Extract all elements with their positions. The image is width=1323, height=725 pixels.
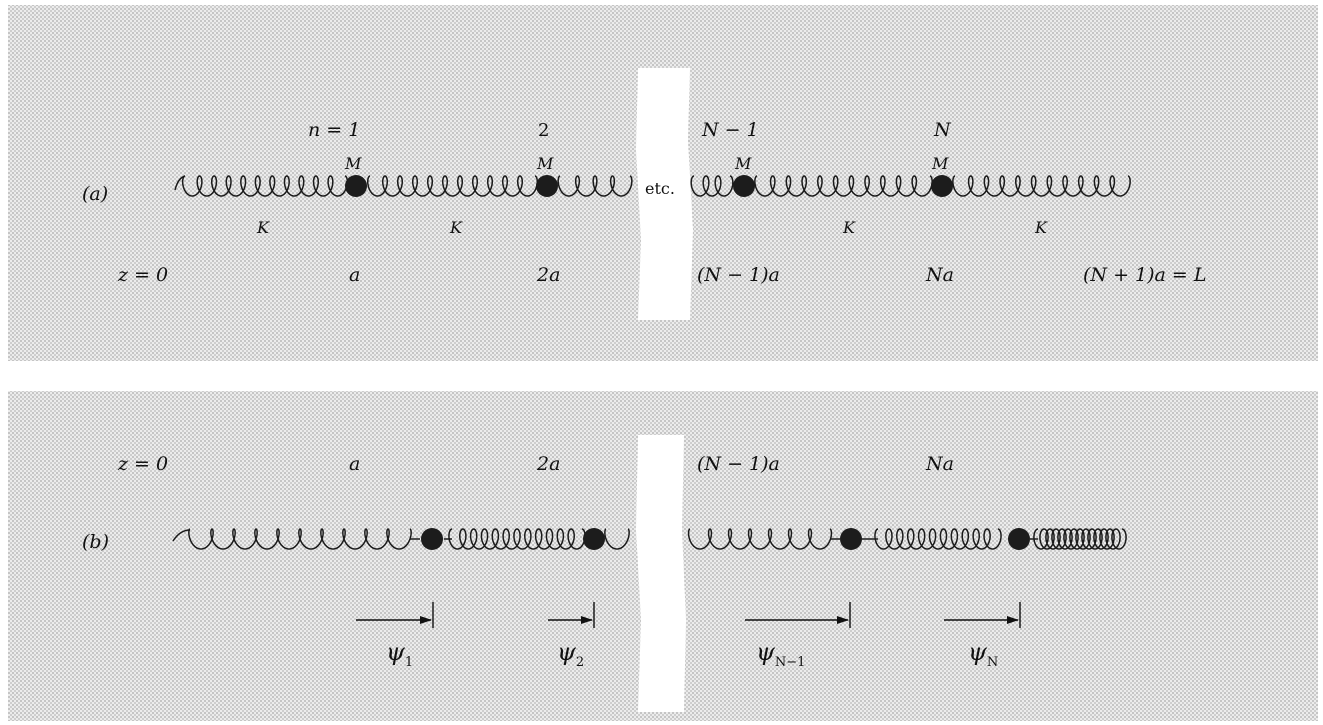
spring-label-4: K [1034, 218, 1048, 237]
position-a-na: Na [925, 264, 954, 286]
position-b-a: a [349, 453, 360, 475]
position-a-n-minus-1-a: (N − 1)a [697, 264, 780, 286]
index-label-2: 2 [538, 120, 549, 141]
mass-label-n: M [931, 154, 949, 173]
panel-a-tag: (a) [82, 183, 108, 205]
mass-a-n-minus-1 [733, 175, 755, 197]
index-label-n-minus-1: N − 1 [701, 119, 759, 141]
spring-b-4 [687, 528, 840, 550]
spring-b-2 [444, 528, 586, 550]
etc-label: etc. [645, 179, 675, 198]
index-label-n: N [933, 119, 952, 141]
spring-label-2: K [449, 218, 463, 237]
spring-a-2 [366, 175, 539, 197]
spring-a-1 [174, 175, 349, 197]
gap-panel-b [636, 435, 686, 712]
spring-a-5 [754, 175, 933, 197]
mass-label-2: M [536, 154, 554, 173]
position-a-a: a [349, 264, 360, 286]
mass-label-1: M [344, 154, 362, 173]
spring-b-5 [862, 528, 1002, 550]
mass-a-2 [536, 175, 558, 197]
spring-b-6 [1030, 528, 1127, 550]
position-a-z0: z = 0 [117, 264, 168, 286]
mass-b-2 [583, 528, 605, 550]
mass-b-n-minus-1 [840, 528, 862, 550]
panel-b-tag: (b) [82, 531, 109, 553]
position-b-2a: 2a [536, 453, 560, 475]
position-a-2a: 2a [536, 264, 560, 286]
mass-a-1 [345, 175, 367, 197]
displacement-arrow-1 [356, 602, 434, 628]
spring-b-3-partial [604, 528, 630, 550]
displacement-label-n: ψN [968, 638, 998, 670]
spring-label-3: K [842, 218, 856, 237]
mass-a-n [931, 175, 953, 197]
position-b-n-minus-1-a: (N − 1)a [697, 453, 780, 475]
spring-a-4-partial [690, 175, 734, 197]
displacement-label-2: ψ2 [557, 638, 584, 670]
spring-b-1 [172, 528, 420, 550]
gap-panel-a [636, 68, 693, 320]
mass-label-n-minus-1: M [734, 154, 752, 173]
spring-a-6 [952, 175, 1131, 197]
spring-a-3-partial [557, 175, 633, 197]
displacement-arrow-2 [548, 602, 595, 628]
position-a-L: (N + 1)a = L [1083, 264, 1206, 286]
spring-label-1: K [256, 218, 270, 237]
displacement-arrow-n [944, 602, 1021, 628]
displacement-label-1: ψ1 [386, 638, 413, 670]
mass-b-1 [421, 528, 443, 550]
displacement-label-n-minus-1: ψN−1 [756, 638, 805, 670]
displacement-arrow-n-minus-1 [745, 602, 851, 628]
position-b-na: Na [925, 453, 954, 475]
mass-b-n [1008, 528, 1030, 550]
position-b-z0: z = 0 [117, 453, 168, 475]
index-label-1: n = 1 [308, 119, 360, 141]
